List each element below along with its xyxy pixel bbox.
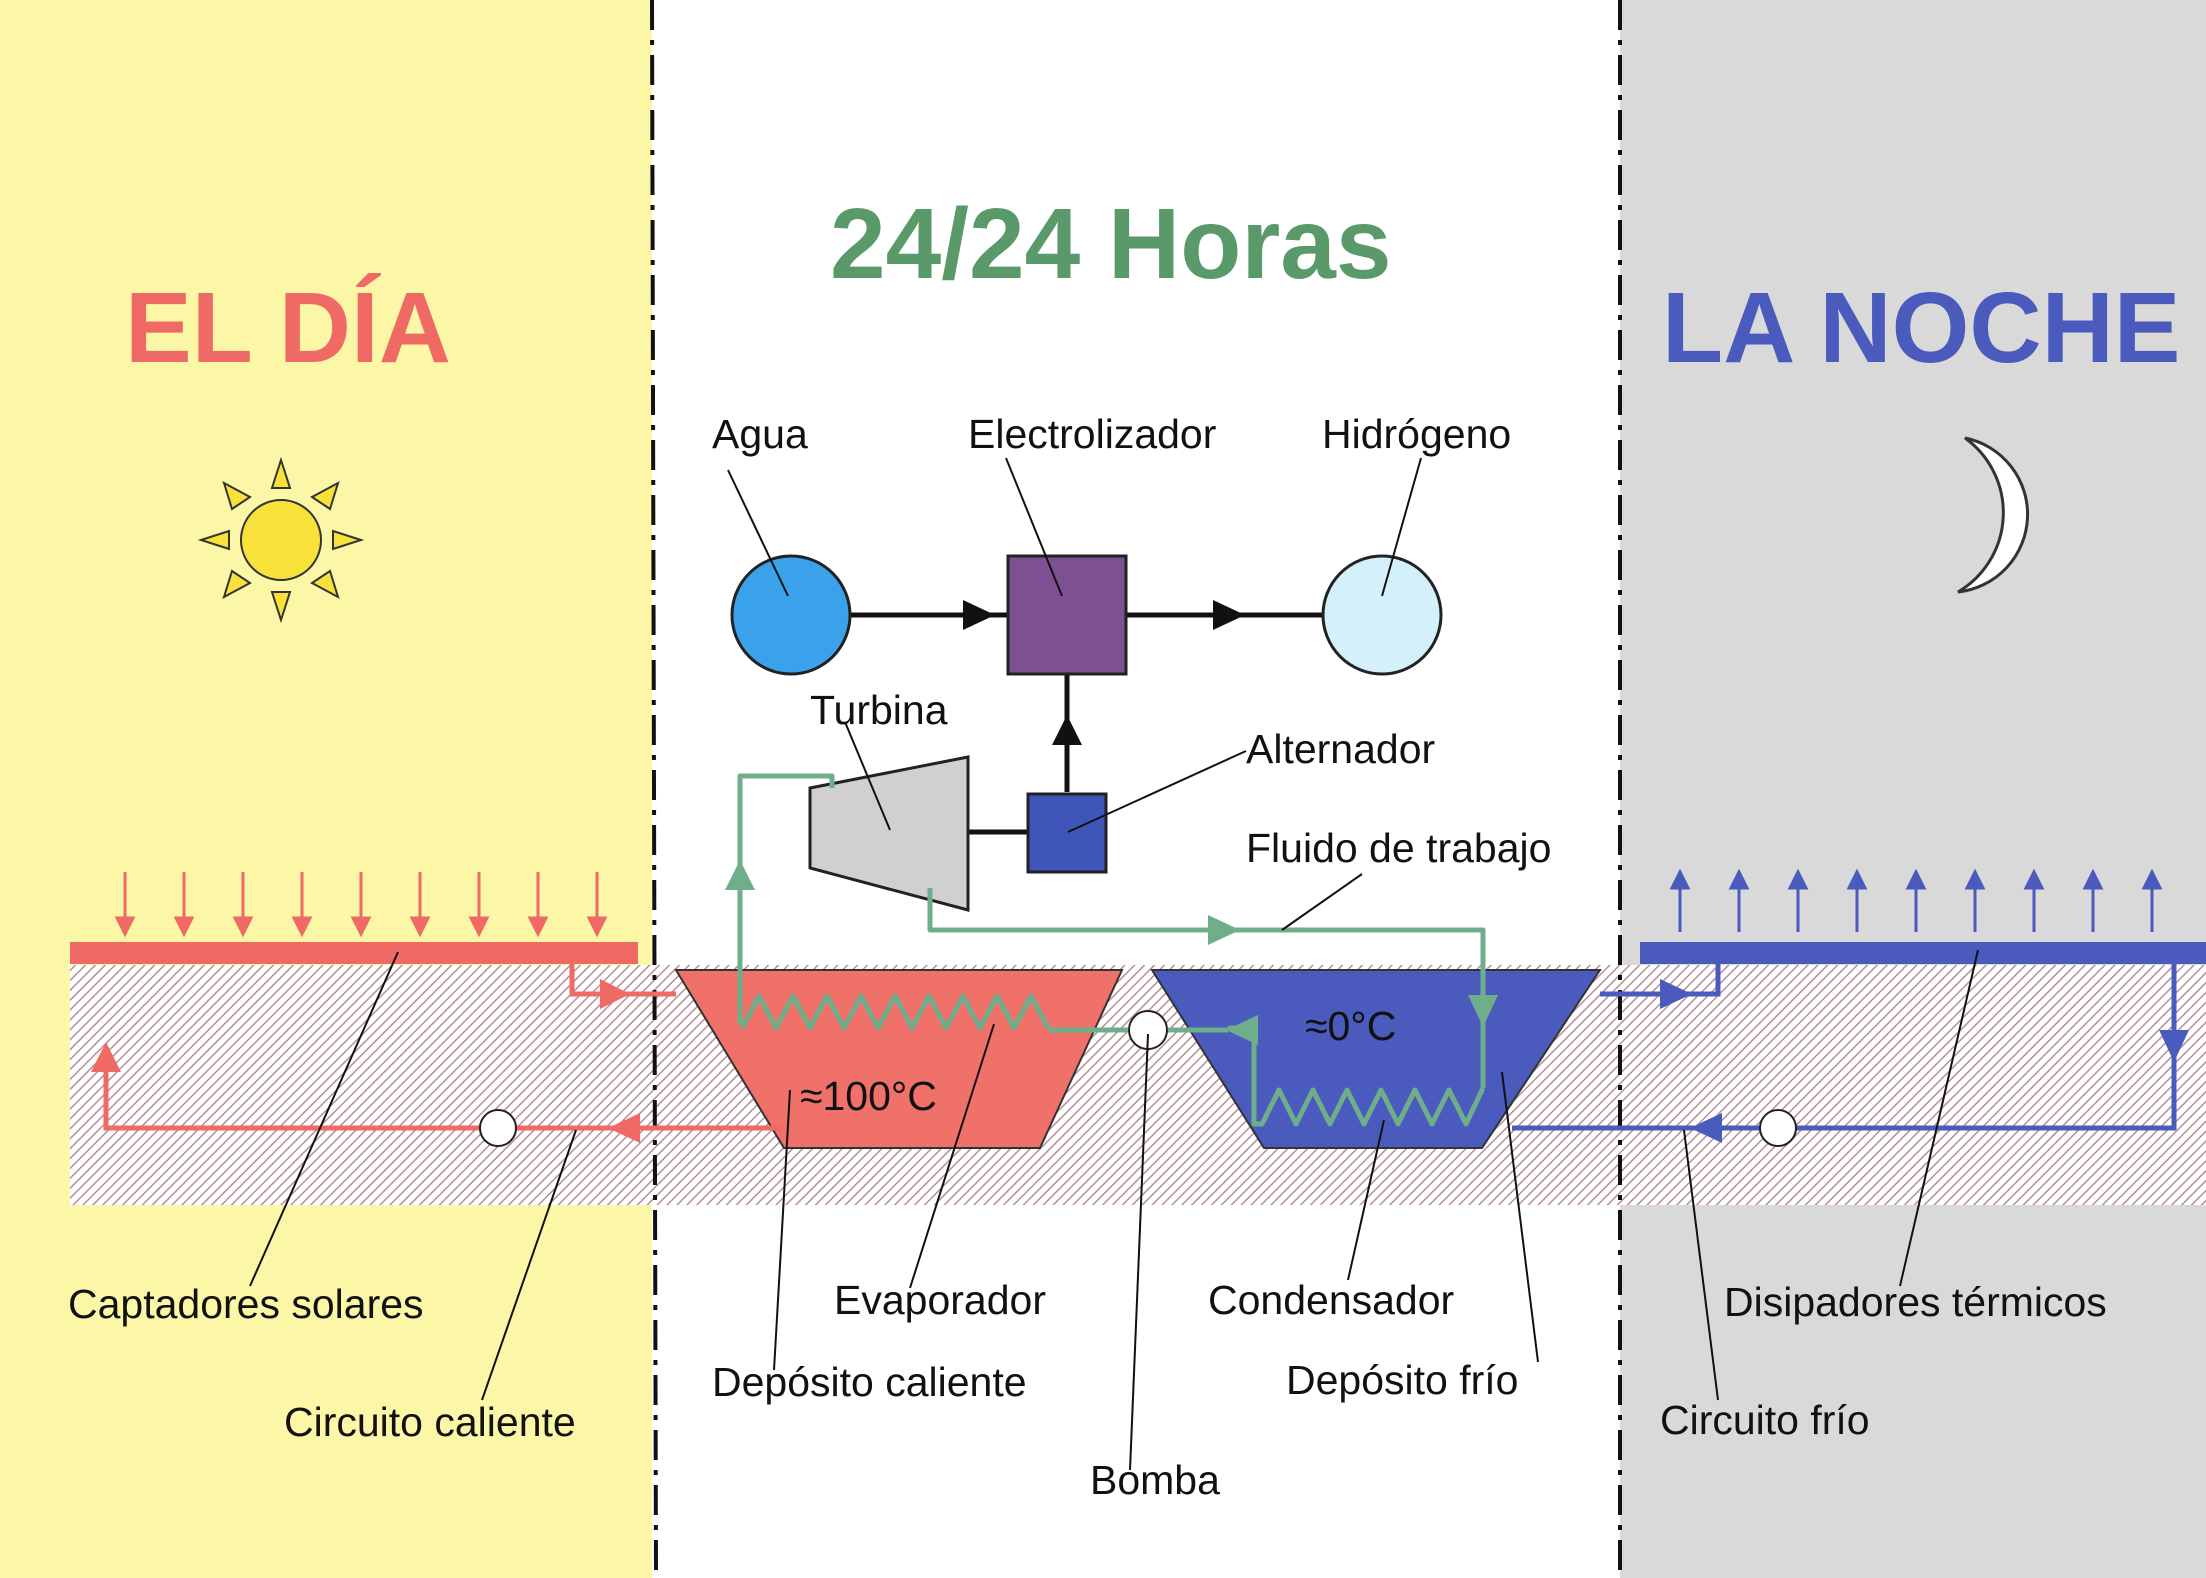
arrow-to-electrolyzer-up bbox=[1052, 715, 1082, 745]
label-agua: Agua bbox=[712, 411, 808, 457]
hot-temperature: ≈100°C bbox=[800, 1073, 937, 1119]
label-captadores: Captadores solares bbox=[68, 1281, 424, 1327]
sun-icon bbox=[197, 456, 365, 624]
separator-left bbox=[650, 0, 658, 1578]
label-turbina: Turbina bbox=[810, 687, 948, 733]
hot-arrow-in bbox=[600, 979, 630, 1009]
hot-tank bbox=[674, 969, 1124, 1149]
label-disipadores: Disipadores térmicos bbox=[1724, 1279, 2107, 1325]
label-evaporador: Evaporador bbox=[834, 1277, 1046, 1323]
day-panel bbox=[0, 0, 652, 1578]
arrow-to-hydrogen bbox=[1213, 600, 1245, 630]
heading-night: LA NOCHE bbox=[1662, 272, 2181, 384]
cold-arrow-down bbox=[2159, 1030, 2189, 1062]
label-electrolizador: Electrolizador bbox=[968, 411, 1216, 457]
hot-circuit bbox=[103, 964, 784, 1131]
cold-arrow-return bbox=[1690, 1113, 1722, 1143]
cold-arrow-out bbox=[1660, 979, 1692, 1009]
hydrogen-node bbox=[1321, 554, 1443, 676]
solar-collector-bar bbox=[70, 942, 638, 964]
hot-arrow-up bbox=[91, 1042, 121, 1072]
heading-center: 24/24 Horas bbox=[830, 188, 1391, 300]
outgoing-rays bbox=[1669, 868, 2163, 932]
ground-band bbox=[70, 965, 2206, 1205]
label-deposito-frio: Depósito frío bbox=[1286, 1357, 1518, 1403]
hot-pump bbox=[479, 1109, 517, 1147]
label-circuito-frio: Circuito frío bbox=[1660, 1397, 1870, 1443]
fluid-arrow-down bbox=[1468, 995, 1498, 1027]
alternator-box bbox=[1026, 792, 1108, 874]
label-circuito-caliente: Circuito caliente bbox=[284, 1399, 576, 1445]
fluid-arrow-left bbox=[1226, 1015, 1258, 1045]
heading-day: EL DÍA bbox=[125, 272, 451, 384]
label-bomba: Bomba bbox=[1090, 1457, 1220, 1503]
turbine-shape bbox=[808, 755, 970, 912]
fluid-arrow-right bbox=[1208, 915, 1240, 945]
cold-circuit bbox=[1512, 964, 2177, 1131]
cold-temperature: ≈0°C bbox=[1305, 1003, 1396, 1049]
cold-pump bbox=[1759, 1109, 1797, 1147]
water-node bbox=[730, 554, 852, 676]
crescent-moon-icon bbox=[1957, 436, 2030, 594]
label-deposito-caliente: Depósito caliente bbox=[712, 1359, 1027, 1405]
label-alternador: Alternador bbox=[1246, 726, 1435, 772]
fluid-arrow-up bbox=[725, 860, 755, 890]
label-fluido: Fluido de trabajo bbox=[1246, 825, 1551, 871]
arrow-to-electrolyzer bbox=[963, 600, 995, 630]
leader-lines bbox=[249, 457, 1979, 1471]
night-panel bbox=[1620, 0, 2206, 1578]
label-condensador: Condensador bbox=[1208, 1277, 1454, 1323]
heat-dissipator-bar bbox=[1640, 942, 2206, 964]
electrolyzer-box bbox=[1006, 554, 1128, 676]
label-hidrogeno: Hidrógeno bbox=[1322, 411, 1511, 457]
incoming-rays bbox=[114, 872, 608, 938]
hot-arrow-return bbox=[608, 1113, 640, 1143]
